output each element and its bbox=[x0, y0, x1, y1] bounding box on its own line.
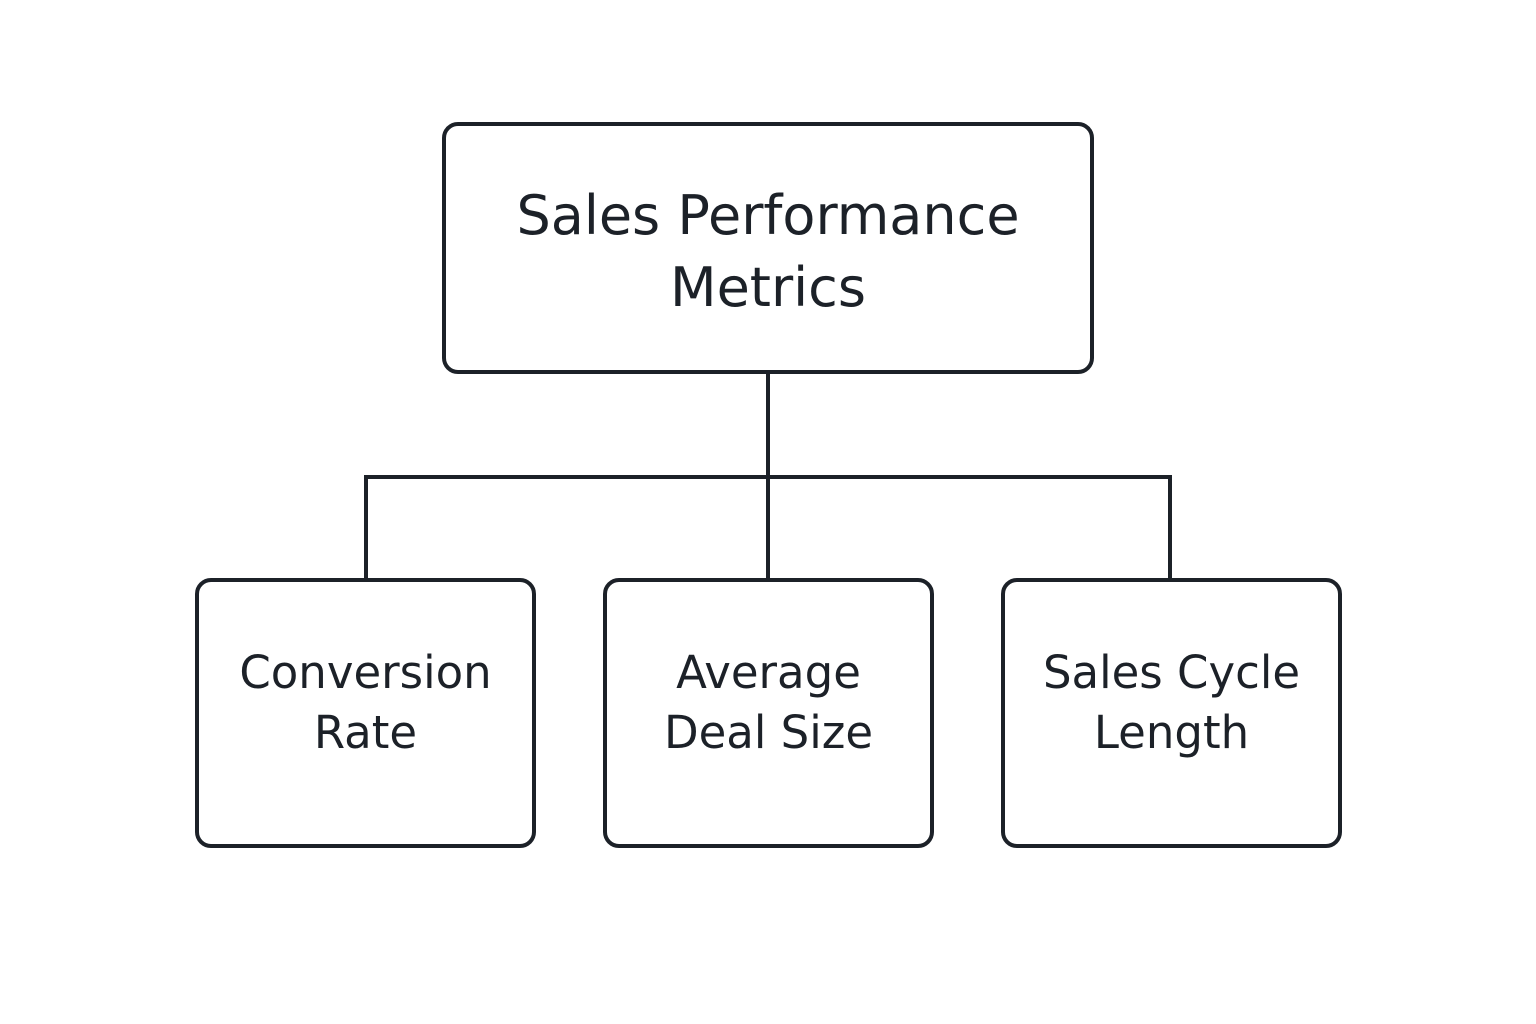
child-node-label: Average Deal Size bbox=[663, 646, 874, 759]
child-node-sales-cycle-length: Sales Cycle Length bbox=[1001, 578, 1342, 848]
root-node-label: Sales Performance Metrics bbox=[516, 184, 1020, 319]
child-node-conversion-rate: Conversion Rate bbox=[195, 578, 536, 848]
child-node-label: Sales Cycle Length bbox=[1042, 646, 1301, 759]
child-node-label: Conversion Rate bbox=[239, 646, 492, 759]
child-node-average-deal-size: Average Deal Size bbox=[603, 578, 934, 848]
root-node-sales-performance-metrics: Sales Performance Metrics bbox=[442, 122, 1094, 374]
